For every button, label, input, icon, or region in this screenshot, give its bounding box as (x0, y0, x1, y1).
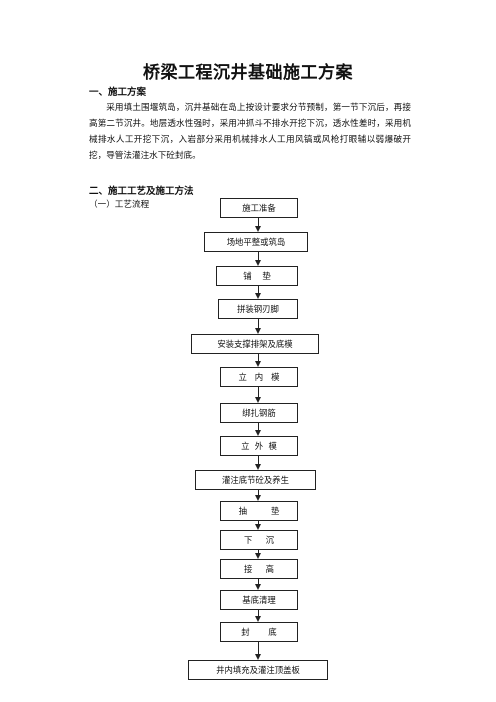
flow-arrowhead (255, 328, 261, 334)
flow-connector (258, 579, 259, 584)
subsection-label: （一）工艺流程 (89, 200, 150, 210)
flow-arrowhead (255, 584, 261, 590)
flow-connector (258, 610, 259, 616)
flow-arrowhead (255, 524, 261, 530)
page-title: 桥梁工程沉井基础施工方案 (143, 63, 353, 83)
flow-arrowhead (255, 616, 261, 622)
flow-arrowhead (255, 430, 261, 436)
flow-step: 接 高 (220, 559, 298, 579)
flow-arrowhead (255, 397, 261, 403)
flow-connector (258, 354, 259, 361)
flow-step: 下 沉 (220, 530, 298, 550)
flow-arrowhead (255, 464, 261, 470)
flow-arrowhead (255, 553, 261, 559)
flow-step: 施工准备 (220, 198, 298, 218)
flow-connector (258, 642, 259, 654)
flow-connector (258, 456, 259, 464)
flow-step: 拼装钢刃脚 (218, 299, 298, 319)
flow-step: 绑扎钢筋 (220, 403, 298, 423)
flow-step: 灌注底节砼及养生 (195, 470, 316, 490)
flow-arrowhead (255, 654, 261, 660)
flow-arrowhead (255, 361, 261, 367)
flow-step: 基底清理 (220, 590, 298, 610)
flow-arrowhead (255, 226, 261, 232)
flow-connector (258, 218, 259, 226)
flow-step: 抽 垫 (220, 501, 298, 521)
flow-connector (258, 387, 259, 397)
flow-arrowhead (255, 260, 261, 266)
flow-step: 安装支撑排架及底模 (191, 334, 319, 354)
flow-connector (258, 490, 259, 495)
flow-step: 立 内 模 (220, 367, 298, 387)
flow-step: 井内填充及灌注顶盖板 (188, 660, 328, 680)
section1-paragraph: 采用填土围堰筑岛，沉井基础在岛上按设计要求分节预制，第一节下沉后，再接高第二节沉… (89, 103, 411, 161)
flow-arrowhead (255, 293, 261, 299)
flow-connector (258, 550, 259, 553)
section1-heading: 一、施工方案 (89, 87, 147, 98)
flow-step: 铺 垫 (216, 266, 298, 286)
flow-step: 立 外 模 (220, 436, 298, 456)
flow-step: 封 底 (220, 622, 298, 642)
flow-arrowhead (255, 495, 261, 501)
flow-connector (258, 252, 259, 260)
flow-connector (258, 521, 259, 524)
flow-connector (258, 319, 259, 328)
section2-heading: 二、施工工艺及施工方法 (89, 186, 194, 197)
flow-connector (258, 423, 259, 430)
flow-step: 场地平整或筑岛 (204, 232, 308, 252)
flow-connector (258, 286, 259, 293)
